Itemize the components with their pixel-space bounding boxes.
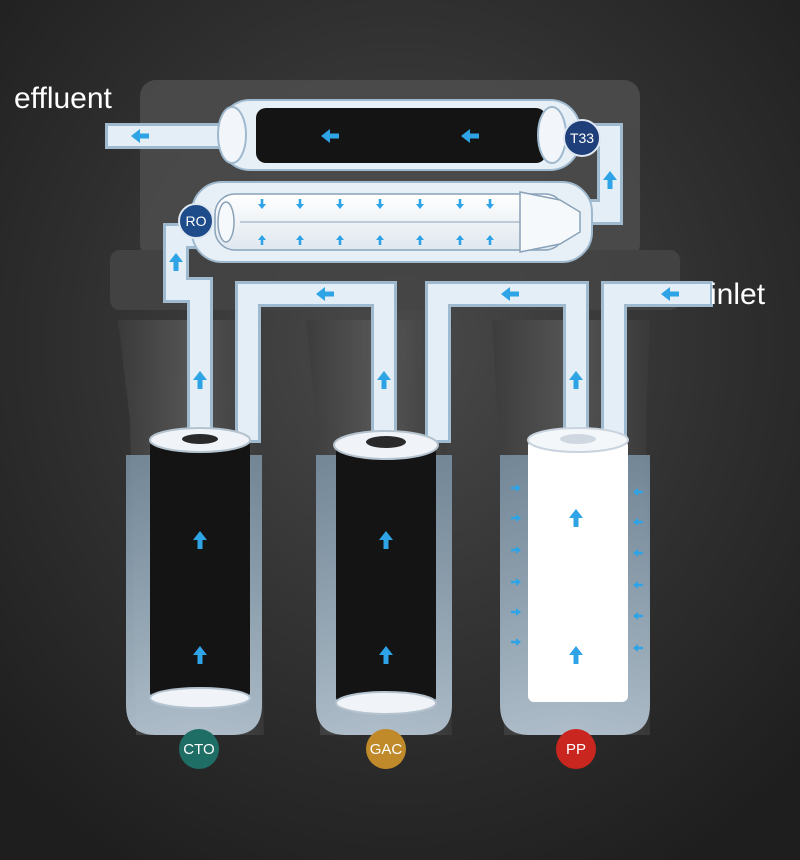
cto-cartridge [149, 427, 251, 709]
effluent-label: effluent [14, 82, 112, 115]
gac-badge: GAC [366, 729, 406, 769]
pp-badge: PP [556, 729, 596, 769]
ro-membrane [191, 181, 593, 263]
pp-cartridge [527, 427, 629, 702]
ro-badge: RO [178, 203, 214, 239]
cto-badge: CTO [179, 729, 219, 769]
gac-cartridge [333, 430, 439, 715]
inlet-label: inlet [710, 278, 766, 311]
t33-filter [217, 99, 581, 171]
t33-badge: T33 [563, 119, 601, 157]
